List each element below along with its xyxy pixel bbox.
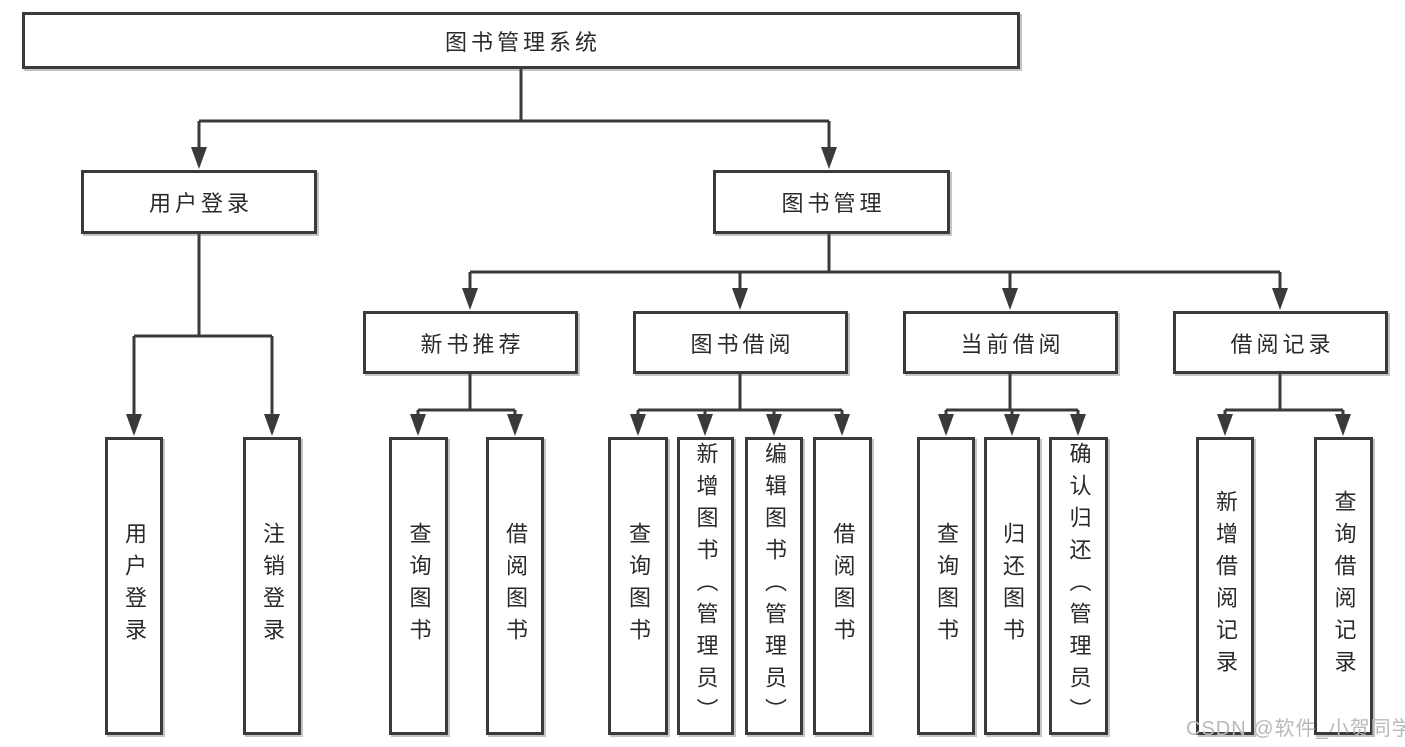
arrowhead-icons xyxy=(126,147,1351,436)
leaf-logout: 注销登录 xyxy=(243,437,301,735)
leaf-user-login-label: 用户登录 xyxy=(122,522,147,650)
leaf-add-books-admin: 新增图书（管理员） xyxy=(677,437,734,735)
node-borrow-records: 借阅记录 xyxy=(1173,311,1388,374)
leaf-borrow-books-recommend: 借阅图书 xyxy=(486,437,544,735)
node-book-borrow-label: 图书借阅 xyxy=(690,331,795,357)
leaf-add-books-admin-label: 新增图书（管理员） xyxy=(693,442,719,730)
leaf-query-books-recommend-label: 查询图书 xyxy=(406,522,432,650)
node-current-borrow-label: 当前借阅 xyxy=(960,331,1065,357)
leaf-return-books: 归还图书 xyxy=(984,437,1040,735)
node-current-borrow: 当前借阅 xyxy=(903,311,1118,374)
leaf-query-books-borrow-label: 查询图书 xyxy=(626,522,651,650)
node-new-book-recommend-label: 新书推荐 xyxy=(420,331,525,357)
node-user-login-label: 用户登录 xyxy=(148,191,253,216)
leaf-user-login: 用户登录 xyxy=(105,437,163,735)
node-borrow-records-label: 借阅记录 xyxy=(1230,331,1335,357)
leaf-borrow-books: 借阅图书 xyxy=(813,437,872,735)
leaf-add-borrow-record: 新增借阅记录 xyxy=(1196,437,1254,735)
leaf-confirm-return-admin: 确认归还（管理员） xyxy=(1049,437,1108,735)
leaf-logout-label: 注销登录 xyxy=(260,522,285,650)
node-library-system: 图书管理系统 xyxy=(22,12,1020,69)
node-new-book-recommend: 新书推荐 xyxy=(363,311,578,374)
leaf-query-borrow-record-label: 查询借阅记录 xyxy=(1331,490,1357,682)
leaf-edit-books-admin-label: 编辑图书（管理员） xyxy=(762,442,787,730)
node-book-management: 图书管理 xyxy=(713,170,950,234)
leaf-confirm-return-admin-label: 确认归还（管理员） xyxy=(1066,442,1092,730)
node-book-management-label: 图书管理 xyxy=(781,191,886,216)
leaf-query-books-current-label: 查询图书 xyxy=(934,522,959,650)
leaf-add-borrow-record-label: 新增借阅记录 xyxy=(1213,490,1238,682)
leaf-borrow-books-label: 借阅图书 xyxy=(830,522,856,650)
node-book-borrow: 图书借阅 xyxy=(633,311,848,374)
leaf-query-books-current: 查询图书 xyxy=(917,437,975,735)
leaf-borrow-books-recommend-label: 借阅图书 xyxy=(503,522,528,650)
leaf-edit-books-admin: 编辑图书（管理员） xyxy=(745,437,803,735)
leaf-query-borrow-record: 查询借阅记录 xyxy=(1314,437,1373,735)
csdn-watermark: CSDN @软件_小贺同学 xyxy=(1186,718,1405,740)
node-user-login: 用户登录 xyxy=(81,170,317,234)
leaf-query-books-recommend: 查询图书 xyxy=(389,437,448,735)
leaf-return-books-label: 归还图书 xyxy=(1000,522,1025,650)
node-library-system-label: 图书管理系统 xyxy=(444,29,601,55)
leaf-query-books-borrow: 查询图书 xyxy=(608,437,668,735)
